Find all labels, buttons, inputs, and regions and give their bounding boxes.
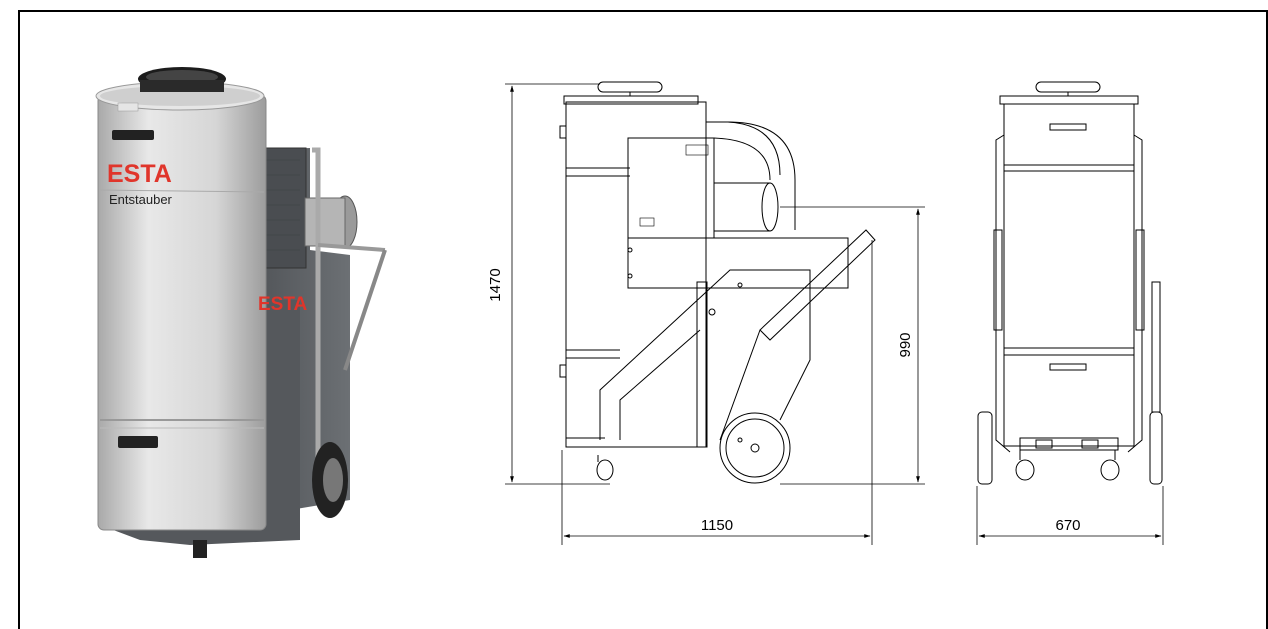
model-label: Entstauber [109, 192, 173, 207]
brand-logo: ESTA [107, 160, 172, 188]
drawing-frame [18, 10, 1268, 629]
height-inlet-label: 990 [897, 332, 914, 357]
side-brand-logo: ESTA [258, 294, 308, 315]
length-label: 1150 [701, 517, 733, 534]
product-photo: ESTA Entstauber ESTA [95, 67, 387, 558]
side-view-drawing [559, 81, 876, 484]
front-view-drawing [977, 81, 1163, 485]
front-view-dimensions [976, 486, 1164, 545]
side-view-dimensions [505, 83, 925, 545]
width-label: 670 [1055, 517, 1080, 534]
height-total-label: 1470 [487, 268, 504, 301]
